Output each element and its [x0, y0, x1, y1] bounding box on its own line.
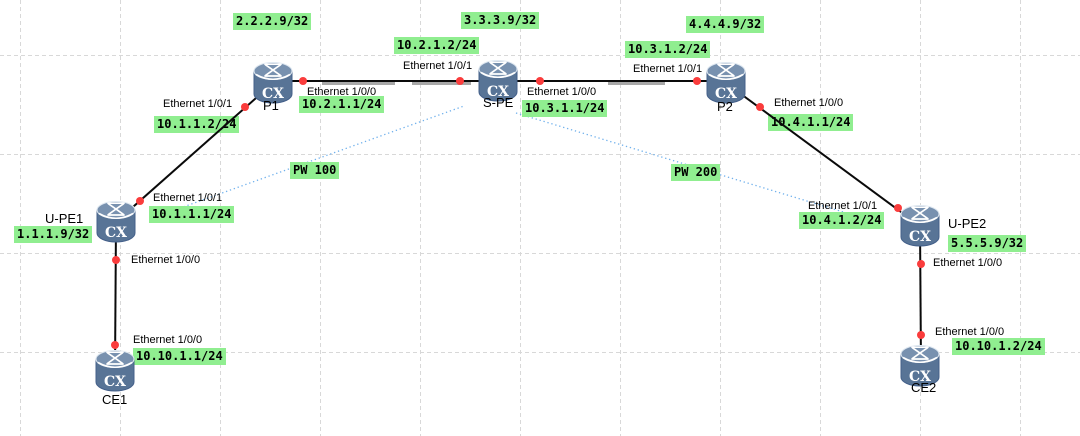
router-cx-icon [899, 204, 941, 248]
loopback-label-p1: 2.2.2.9/32 [233, 13, 312, 30]
router-cx-icon [95, 200, 137, 244]
ip-label-10-3-1-1: 10.3.1.1/24 [522, 100, 608, 117]
port-dot [111, 341, 119, 349]
link-upe2-ce2[interactable] [919, 225, 922, 367]
interface-label-ce1-eth100: Ethernet 1/0/0 [133, 334, 203, 346]
ip-label-10-2-1-1: 10.2.1.1/24 [299, 96, 385, 113]
interface-label-spe-eth100: Ethernet 1/0/0 [527, 86, 597, 98]
interface-label-upe2-eth101: Ethernet 1/0/1 [808, 200, 878, 212]
device-label-ce1: CE1 [102, 392, 128, 407]
port-dot [136, 197, 144, 205]
ip-label-10-4-1-1: 10.4.1.1/24 [768, 114, 854, 131]
interface-label-p1-eth101: Ethernet 1/0/1 [163, 98, 233, 110]
interface-label-upe2-eth100: Ethernet 1/0/0 [933, 257, 1003, 269]
port-dot [917, 331, 925, 339]
port-dot [456, 77, 464, 85]
device-label-spe: S-PE [483, 95, 514, 110]
device-icon-upe2[interactable] [899, 204, 941, 248]
port-dot [112, 256, 120, 264]
device-label-p2: P2 [717, 99, 733, 114]
device-label-ce2: CE2 [911, 380, 937, 395]
pw-label-200: PW 200 [671, 164, 721, 181]
ip-label-10-1-1-2: 10.1.1.2/24 [154, 116, 240, 133]
port-dot [894, 204, 902, 212]
pw-link-100[interactable] [171, 105, 465, 212]
interface-label-spe-eth101: Ethernet 1/0/1 [403, 60, 473, 72]
port-dot [536, 77, 544, 85]
loopback-label-upe2: 5.5.5.9/32 [948, 235, 1027, 252]
port-dot [693, 77, 701, 85]
ip-label-10-3-1-2: 10.3.1.2/24 [625, 41, 711, 58]
interface-label-upe1-eth100: Ethernet 1/0/0 [131, 254, 201, 266]
pw-label-100: PW 100 [290, 162, 340, 179]
port-dots [111, 77, 925, 349]
device-icon-ce1[interactable] [94, 349, 136, 393]
pw-link-200[interactable] [515, 112, 851, 215]
device-label-upe2: U-PE2 [948, 216, 987, 231]
port-dot [241, 103, 249, 111]
port-dot [756, 103, 764, 111]
interface-label-p2-eth101: Ethernet 1/0/1 [633, 63, 703, 75]
loopback-label-spe: 3.3.3.9/32 [461, 12, 540, 29]
interface-label-p2-eth100: Ethernet 1/0/0 [774, 97, 844, 109]
device-label-p1: P1 [263, 98, 279, 113]
ip-label-10-10-1-2: 10.10.1.2/24 [952, 338, 1045, 355]
interface-label-p1-eth100: Ethernet 1/0/0 [307, 86, 377, 98]
ip-label-10-4-1-2: 10.4.1.2/24 [799, 212, 885, 229]
interface-label-ce2-eth100: Ethernet 1/0/0 [935, 326, 1005, 338]
port-dot [917, 260, 925, 268]
ip-label-10-1-1-1: 10.1.1.1/24 [149, 206, 235, 223]
interface-label-upe1-eth101: Ethernet 1/0/1 [153, 192, 223, 204]
ip-label-10-2-1-2: 10.2.1.2/24 [394, 37, 480, 54]
router-cx-icon [94, 349, 136, 393]
loopback-label-upe1: 1.1.1.9/32 [14, 226, 93, 243]
device-icon-upe1[interactable] [95, 200, 137, 244]
device-label-upe1: U-PE1 [45, 211, 84, 226]
ip-label-10-10-1-1: 10.10.1.1/24 [133, 348, 226, 365]
loopback-label-p2: 4.4.4.9/32 [686, 16, 765, 33]
link-p2-upe2[interactable] [725, 82, 921, 227]
port-dot [299, 77, 307, 85]
